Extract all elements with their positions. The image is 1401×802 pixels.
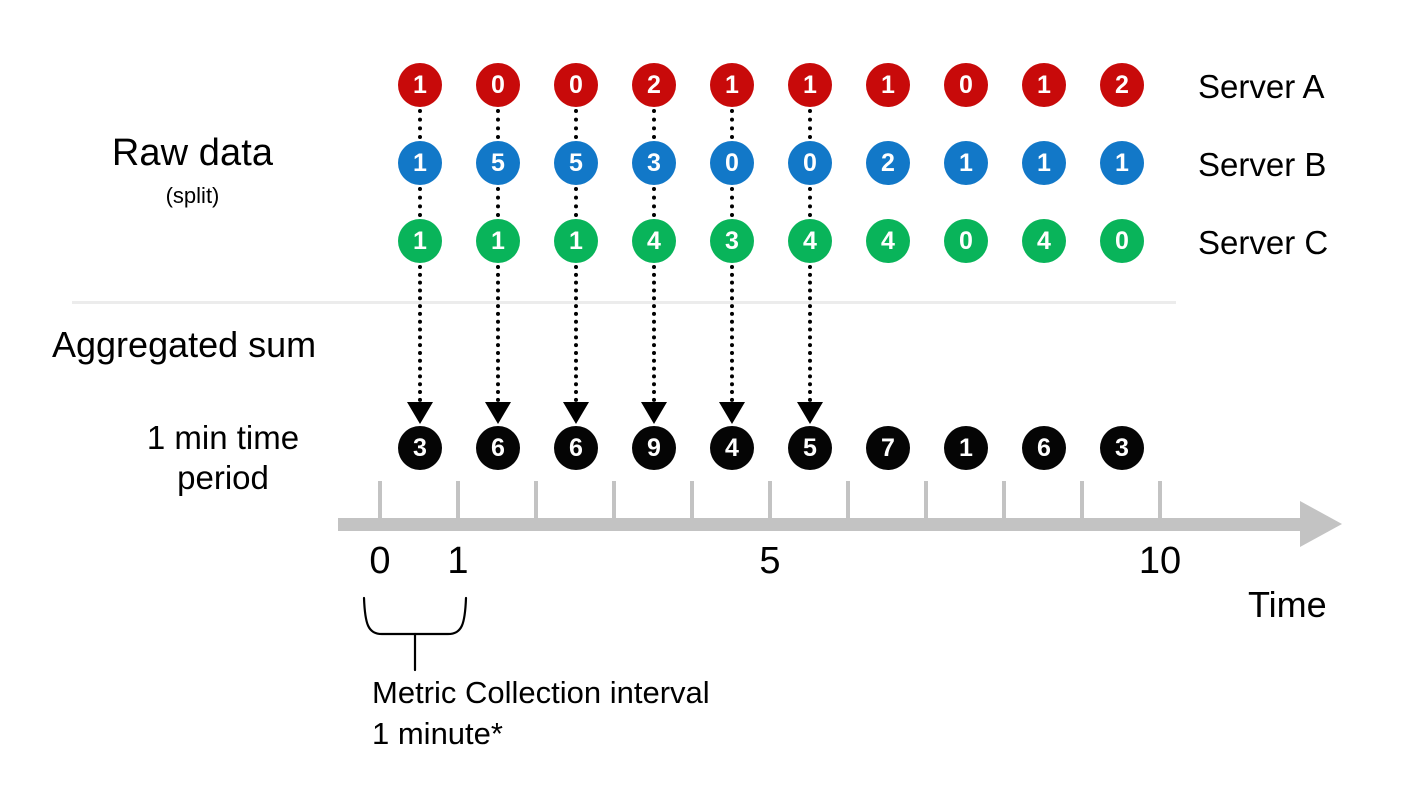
connector-line-c1-s0 (496, 109, 500, 139)
connector-line-c0-s2 (418, 265, 422, 402)
connector-line-c3-s1 (652, 187, 656, 217)
aggregated-sum-value-9: 3 (1100, 426, 1144, 470)
server-a-value-0: 1 (398, 63, 442, 107)
server-a-value-4: 1 (710, 63, 754, 107)
aggregated-sum-value-6: 7 (866, 426, 910, 470)
metric-interval-line-1: Metric Collection interval (372, 675, 710, 710)
server-b-value-0: 1 (398, 141, 442, 185)
server-c-value-9: 0 (1100, 219, 1144, 263)
connector-line-c4-s0 (730, 109, 734, 139)
legend-server-c: Server C (1198, 224, 1329, 261)
axis-tick-2 (534, 481, 538, 521)
axis-tick-10 (1158, 481, 1162, 521)
axis-tick-label-1: 1 (447, 540, 469, 582)
server-b-value-4: 0 (710, 141, 754, 185)
connector-line-c0-s1 (418, 187, 422, 217)
server-c-value-7: 0 (944, 219, 988, 263)
connector-arrowhead-4 (719, 402, 745, 424)
server-a-value-1: 0 (476, 63, 520, 107)
server-c-value-5: 4 (788, 219, 832, 263)
connector-arrowhead-0 (407, 402, 433, 424)
server-a-value-3: 2 (632, 63, 676, 107)
axis-tick-0 (378, 481, 382, 521)
axis-tick-5 (768, 481, 772, 521)
connector-line-c2-s0 (574, 109, 578, 139)
server-c-value-8: 4 (1022, 219, 1066, 263)
connector-arrowhead-2 (563, 402, 589, 424)
connector-line-c4-s1 (730, 187, 734, 217)
server-b-value-3: 3 (632, 141, 676, 185)
aggregated-sum-title: Aggregated sum (52, 324, 317, 365)
server-a-value-8: 1 (1022, 63, 1066, 107)
server-c-value-3: 4 (632, 219, 676, 263)
connector-line-c1-s1 (496, 187, 500, 217)
connector-line-c1-s2 (496, 265, 500, 402)
raw-data-subtitle: (split) (165, 183, 220, 208)
legend-server-b: Server B (1198, 146, 1327, 183)
connector-line-c5-s2 (808, 265, 812, 402)
server-c-value-0: 1 (398, 219, 442, 263)
axis-tick-1 (456, 481, 460, 521)
axis-tick-7 (924, 481, 928, 521)
server-b-value-8: 1 (1022, 141, 1066, 185)
connector-line-c4-s2 (730, 265, 734, 402)
server-b-value-5: 0 (788, 141, 832, 185)
server-a-value-9: 2 (1100, 63, 1144, 107)
aggregated-sum-value-1: 6 (476, 426, 520, 470)
server-b-value-1: 5 (476, 141, 520, 185)
metric-interval-line-2: 1 minute* (372, 716, 503, 752)
axis-tick-4 (690, 481, 694, 521)
section-divider (72, 301, 1176, 304)
axis-tick-label-0: 0 (369, 540, 391, 582)
connector-line-c0-s0 (418, 109, 422, 139)
aggregated-sum-value-3: 9 (632, 426, 676, 470)
connector-line-c2-s2 (574, 265, 578, 402)
time-axis-arrow-icon (1300, 501, 1342, 547)
server-b-value-9: 1 (1100, 141, 1144, 185)
server-b-value-7: 1 (944, 141, 988, 185)
time-axis-line (338, 518, 1310, 531)
aggregated-sum-value-2: 6 (554, 426, 598, 470)
axis-tick-3 (612, 481, 616, 521)
axis-tick-9 (1080, 481, 1084, 521)
raw-data-title: Raw data (111, 132, 274, 174)
interval-brace-icon (362, 596, 468, 672)
server-a-value-7: 0 (944, 63, 988, 107)
server-a-value-6: 1 (866, 63, 910, 107)
axis-tick-8 (1002, 481, 1006, 521)
server-b-value-2: 5 (554, 141, 598, 185)
server-b-value-6: 2 (866, 141, 910, 185)
legend-server-a: Server A (1198, 68, 1325, 105)
aggregated-sum-value-8: 6 (1022, 426, 1066, 470)
connector-arrowhead-5 (797, 402, 823, 424)
axis-tick-label-10: 10 (1138, 540, 1182, 582)
time-period-label: 1 min time period (146, 419, 300, 497)
connector-line-c3-s2 (652, 265, 656, 402)
server-a-value-5: 1 (788, 63, 832, 107)
aggregated-sum-value-5: 5 (788, 426, 832, 470)
aggregated-sum-value-7: 1 (944, 426, 988, 470)
connector-line-c5-s1 (808, 187, 812, 217)
axis-tick-6 (846, 481, 850, 521)
server-c-value-4: 3 (710, 219, 754, 263)
connector-arrowhead-1 (485, 402, 511, 424)
connector-line-c5-s0 (808, 109, 812, 139)
server-c-value-1: 1 (476, 219, 520, 263)
connector-arrowhead-3 (641, 402, 667, 424)
metric-collection-interval-caption: Metric Collection interval 1 minute* (372, 672, 710, 754)
aggregated-sum-value-0: 3 (398, 426, 442, 470)
axis-tick-label-5: 5 (759, 540, 781, 582)
server-a-value-2: 0 (554, 63, 598, 107)
connector-line-c2-s1 (574, 187, 578, 217)
server-c-value-6: 4 (866, 219, 910, 263)
connector-line-c3-s0 (652, 109, 656, 139)
server-c-value-2: 1 (554, 219, 598, 263)
time-axis-label: Time (1248, 584, 1327, 625)
aggregated-sum-value-4: 4 (710, 426, 754, 470)
